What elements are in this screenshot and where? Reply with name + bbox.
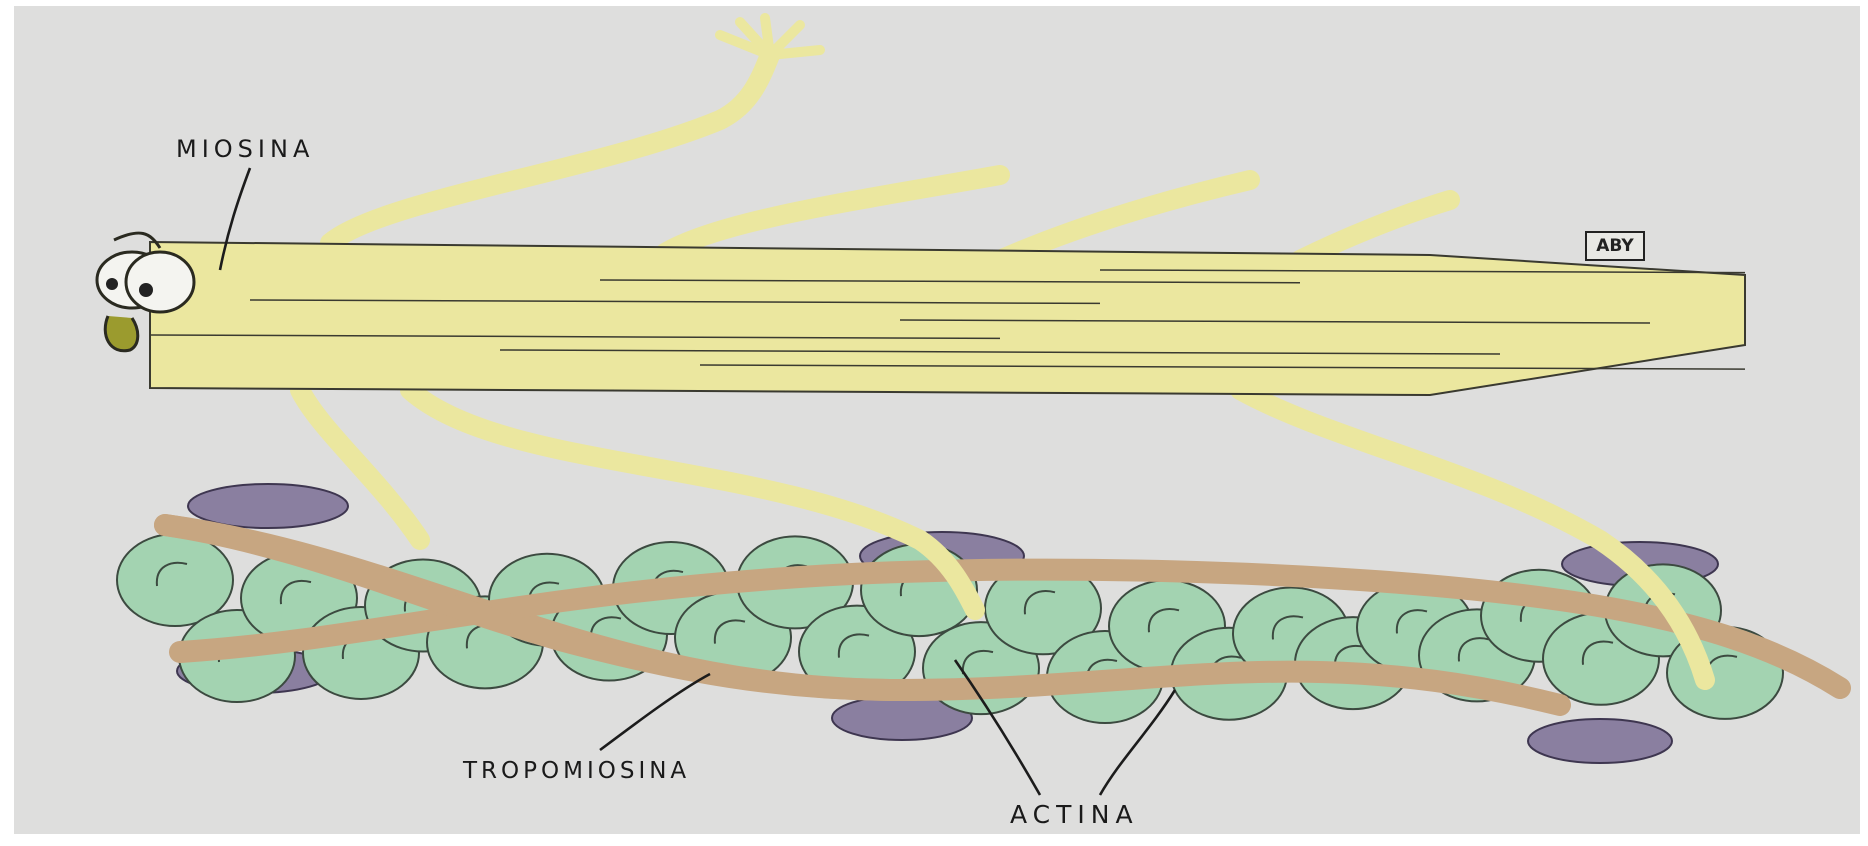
- label-myosin: MIOSINA: [176, 135, 314, 163]
- troponin-blob: [188, 484, 348, 528]
- artist-signature: ABY: [1585, 231, 1645, 261]
- right-pupil: [139, 283, 153, 297]
- mouth: [105, 316, 138, 351]
- troponin-blob: [1528, 719, 1672, 763]
- right-eye: [126, 252, 194, 312]
- left-pupil: [106, 278, 118, 290]
- myosin-filament: [150, 242, 1745, 395]
- label-actin: ACTINA: [1010, 800, 1139, 829]
- label-tropomyosin: TROPOMIOSINA: [463, 758, 690, 784]
- myosin-body: [150, 242, 1745, 395]
